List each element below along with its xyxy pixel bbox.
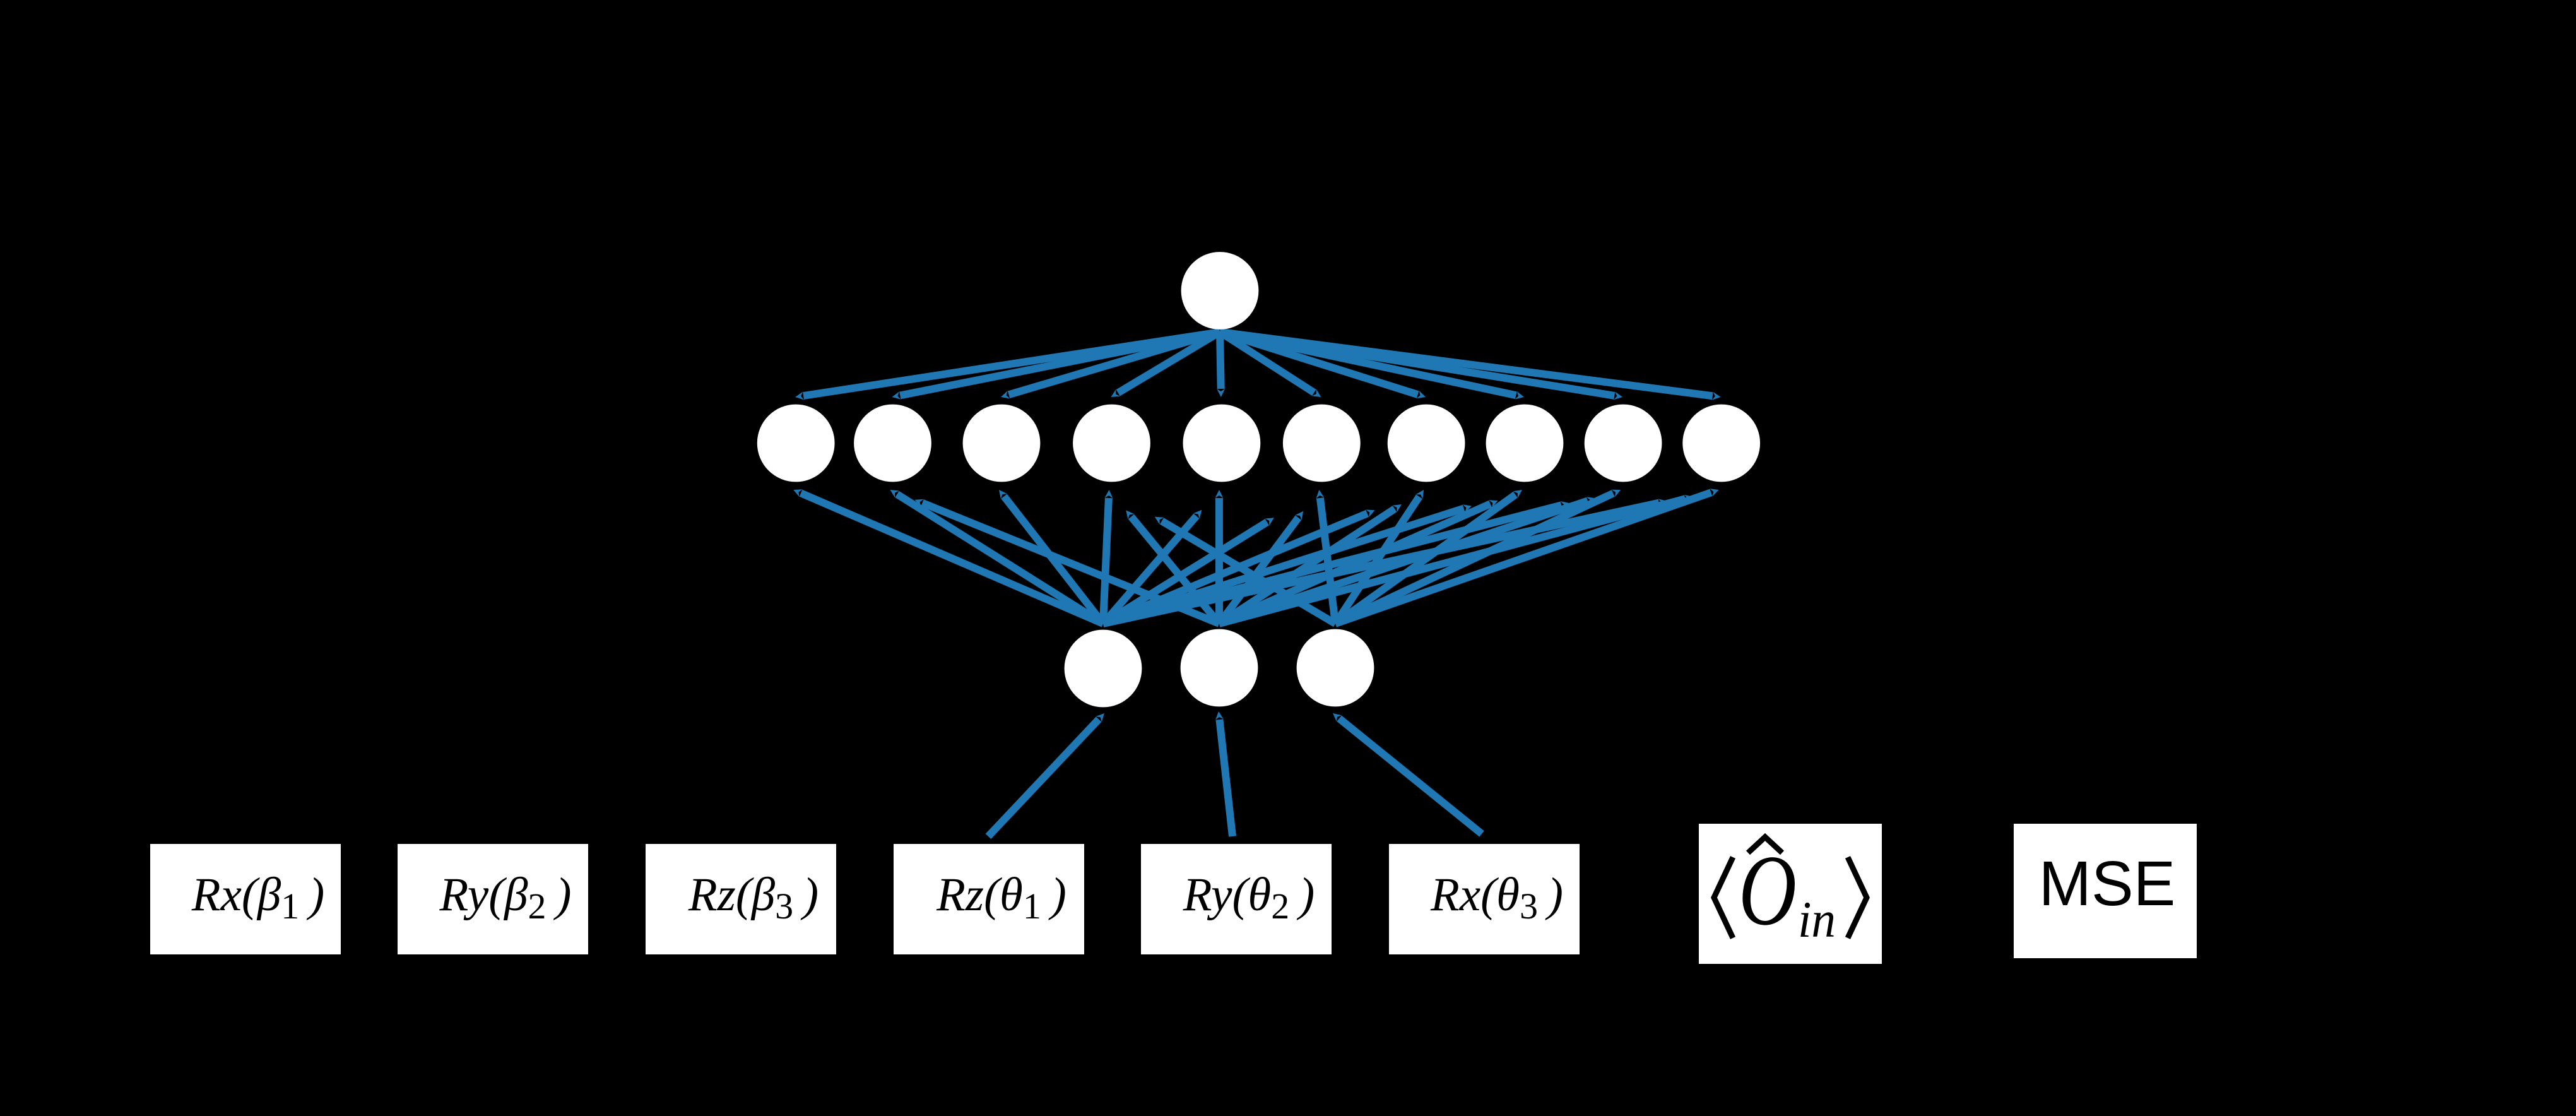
svg-text:Rx(β1 ): Rx(β1 ) [191,869,324,927]
svg-text:in: in [1798,891,1836,948]
svg-text:Ry(β2 ): Ry(β2 ) [439,869,571,927]
svg-text:Rx(θ3 ): Rx(θ3 ) [1430,869,1563,927]
svg-text:O: O [1739,834,1797,946]
svg-text:Rz(β3 ): Rz(β3 ) [688,869,818,927]
svg-text:Ry(θ2 ): Ry(θ2 ) [1183,869,1315,927]
svg-text:MSE: MSE [2039,848,2176,919]
svg-text:Rz(θ1 ): Rz(θ1 ) [936,869,1066,927]
